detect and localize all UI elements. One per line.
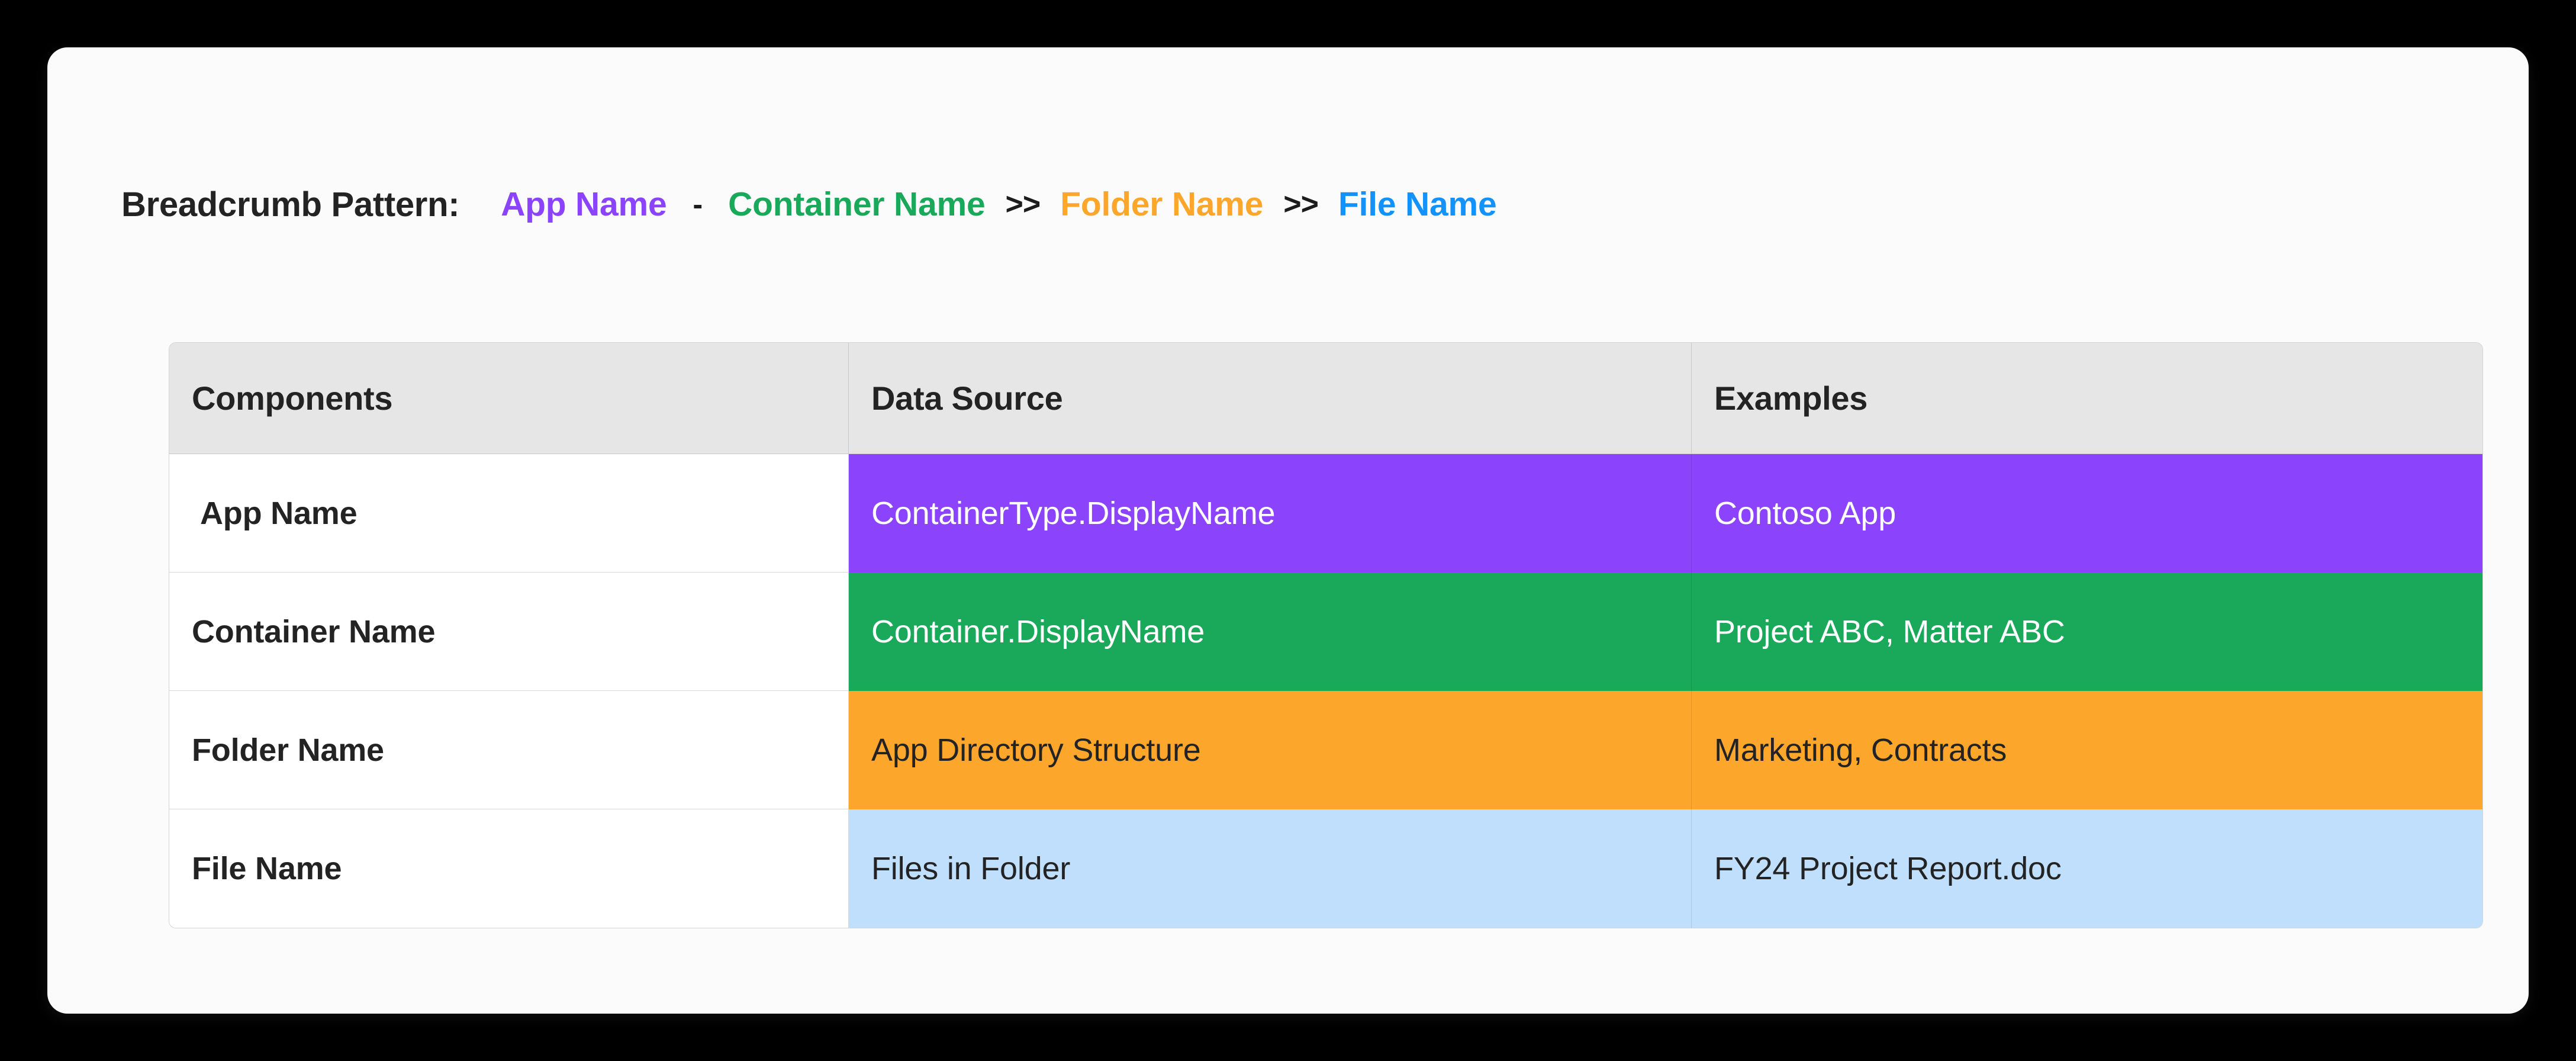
table-cell-component: App Name: [169, 454, 849, 573]
content-card: Breadcrumb Pattern: App Name - Container…: [47, 47, 2529, 1014]
table-row: Container Name Container.DisplayName Pro…: [169, 573, 2482, 691]
table-cell-component: Container Name: [169, 573, 849, 691]
breadcrumb-item-file-name[interactable]: File Name: [1338, 185, 1497, 223]
table-cell-example: Contoso App: [1692, 454, 2482, 573]
breadcrumb-separator-chevron-2-icon: >>: [1283, 187, 1319, 221]
table-cell-example: FY24 Project Report.doc: [1692, 809, 2482, 928]
table-cell-component: Folder Name: [169, 691, 849, 809]
table-cell-data-source: ContainerType.DisplayName: [849, 454, 1692, 573]
breadcrumb-item-container-name[interactable]: Container Name: [728, 185, 986, 223]
table-header-row: Components Data Source Examples: [169, 343, 2482, 454]
table-cell-example: Marketing, Contracts: [1692, 691, 2482, 809]
breadcrumb-title-label: Breadcrumb Pattern:: [121, 185, 460, 224]
table-row: App Name ContainerType.DisplayName Conto…: [169, 454, 2482, 573]
breadcrumb-item-folder-name[interactable]: Folder Name: [1060, 185, 1264, 223]
table-row: File Name Files in Folder FY24 Project R…: [169, 809, 2482, 928]
table-cell-data-source: App Directory Structure: [849, 691, 1692, 809]
breadcrumb-separator-dash: -: [693, 188, 703, 221]
table-cell-data-source: Container.DisplayName: [849, 573, 1692, 691]
breadcrumb-separator-chevron-1-icon: >>: [1005, 187, 1041, 221]
table-header-examples: Examples: [1692, 343, 2482, 454]
components-table: Components Data Source Examples App Name…: [169, 342, 2483, 928]
table-row: Folder Name App Directory Structure Mark…: [169, 691, 2482, 809]
table-cell-data-source: Files in Folder: [849, 809, 1692, 928]
table-header-data-source: Data Source: [849, 343, 1692, 454]
breadcrumb-item-app-name[interactable]: App Name: [501, 185, 667, 223]
table-header-components: Components: [169, 343, 849, 454]
table-cell-example: Project ABC, Matter ABC: [1692, 573, 2482, 691]
table-cell-component: File Name: [169, 809, 849, 928]
breadcrumb: Breadcrumb Pattern: App Name - Container…: [121, 175, 1497, 234]
